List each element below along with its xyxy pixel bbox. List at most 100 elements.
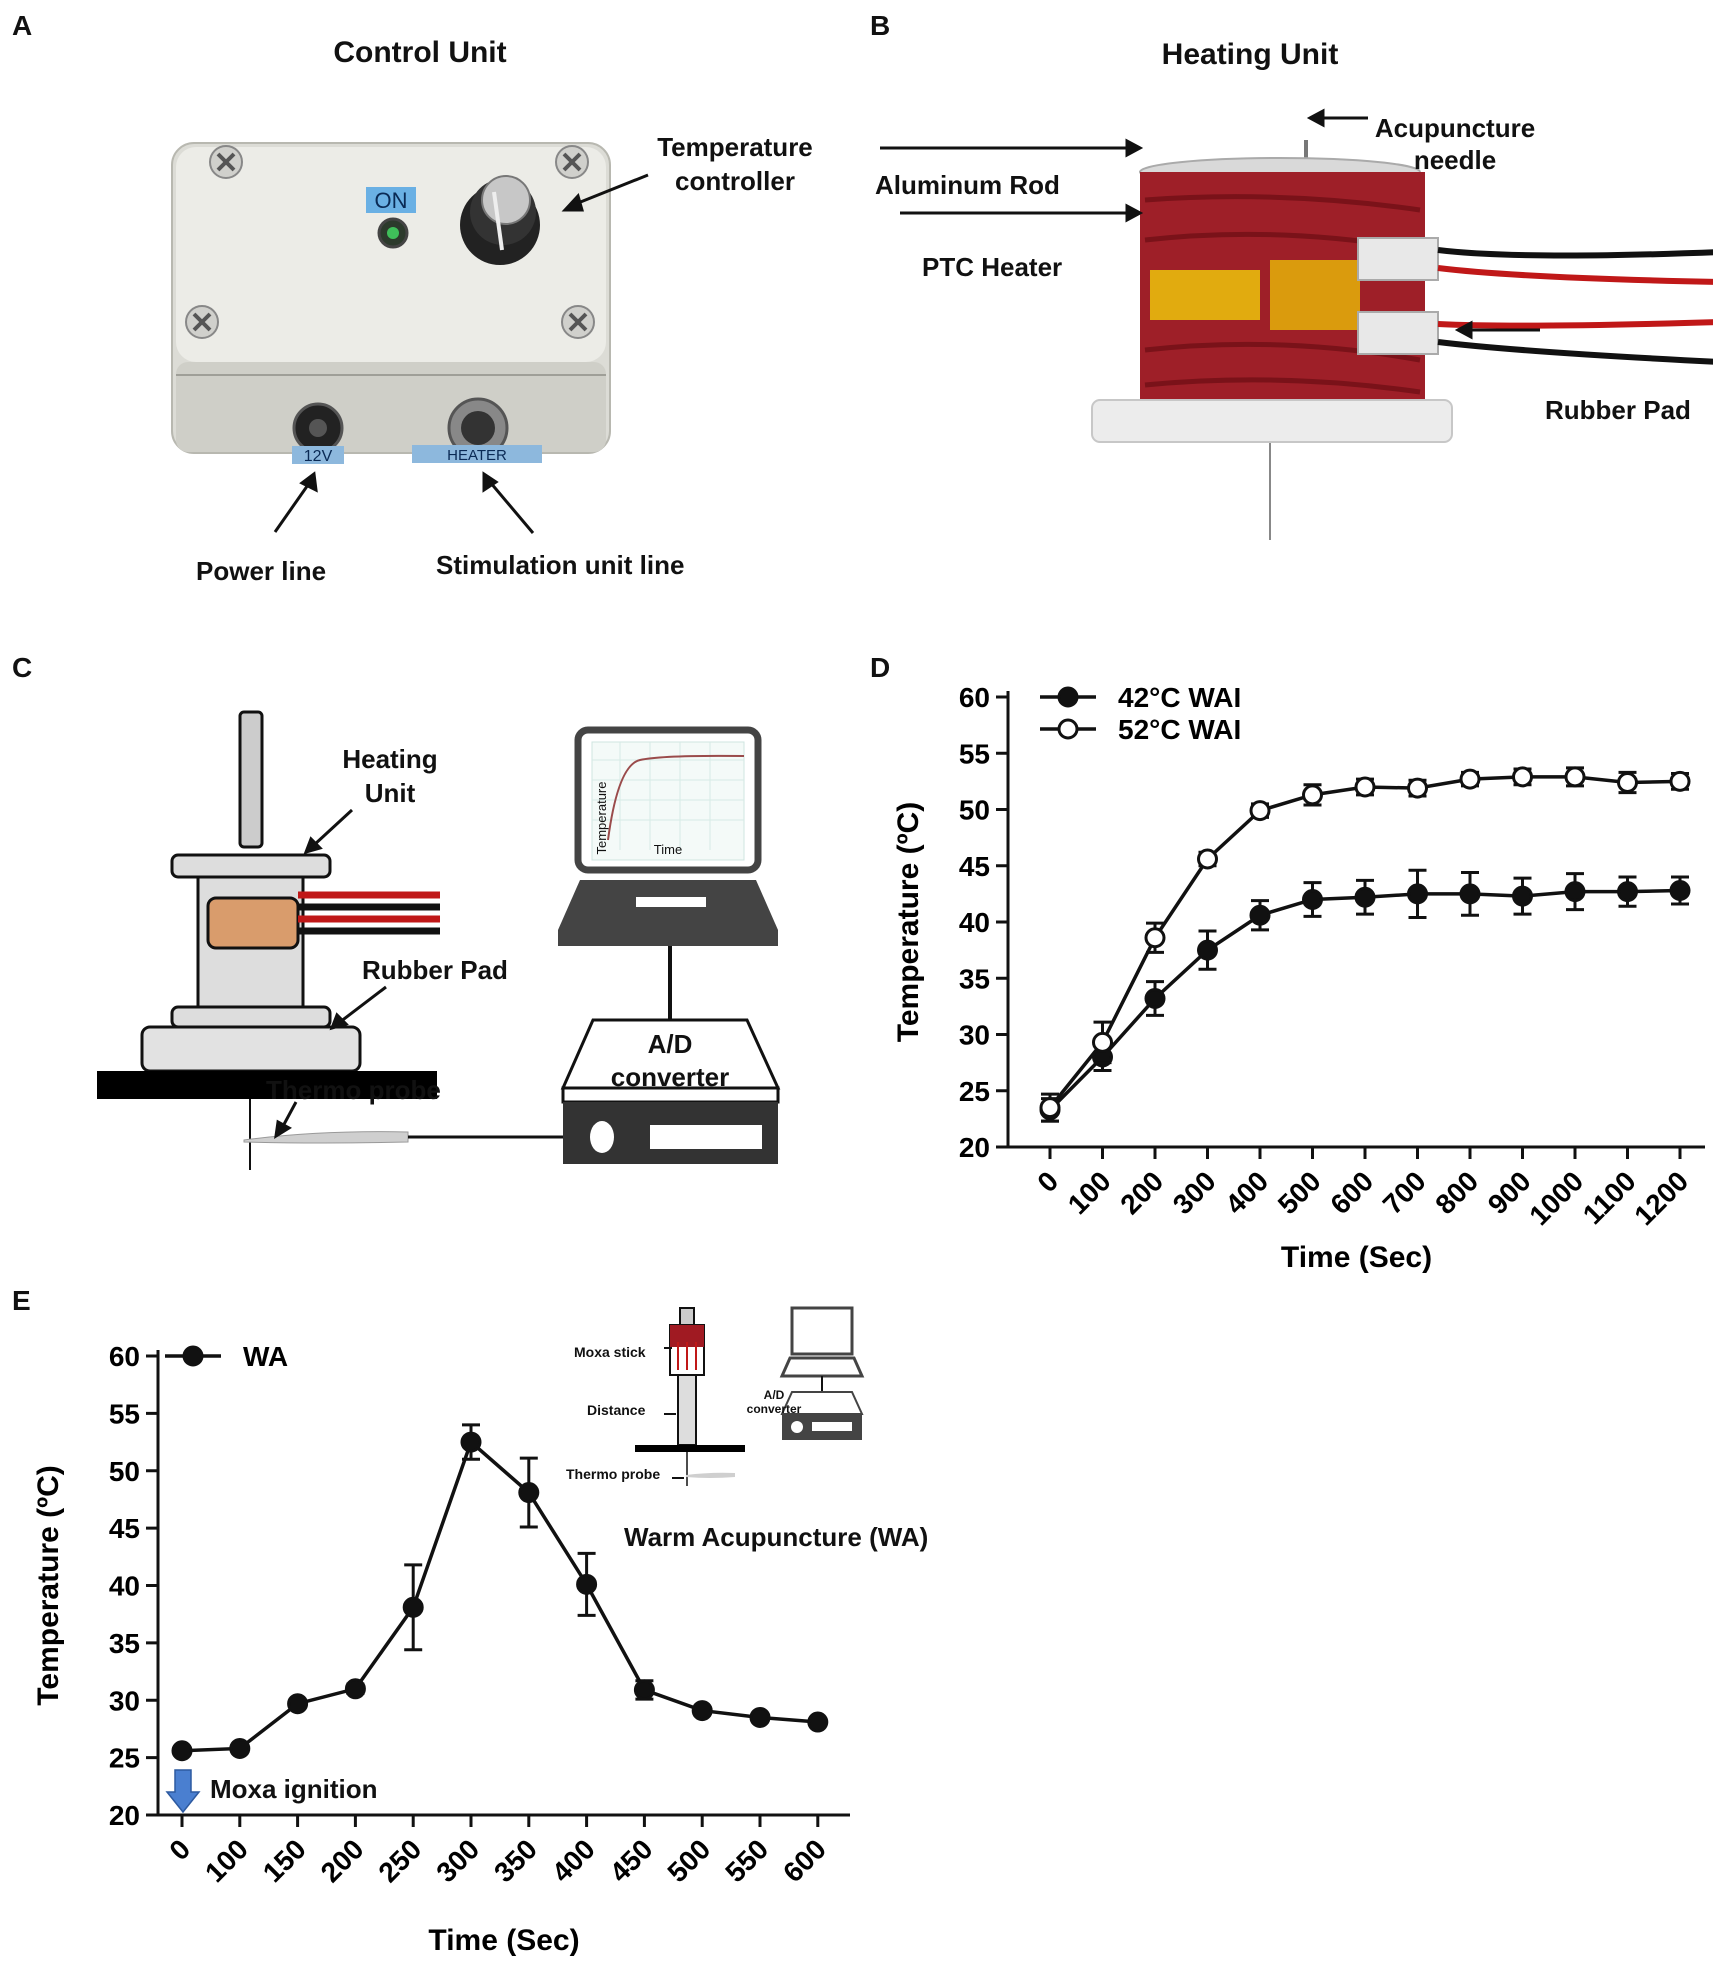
y-tick-label: 30 — [959, 1020, 990, 1051]
data-point — [1144, 927, 1166, 949]
data-point — [1407, 777, 1428, 799]
data-point — [1249, 800, 1271, 822]
x-tick-label: 550 — [719, 1833, 774, 1888]
y-tick-label: 20 — [109, 1800, 140, 1831]
y-tick-label: 45 — [109, 1513, 140, 1544]
port-heater-label: HEATER — [447, 447, 507, 464]
y-tick-label: 55 — [959, 738, 990, 769]
data-point — [749, 1706, 771, 1728]
inset-label-ad-converter: A/D converter — [746, 1388, 802, 1416]
on-label: ON — [375, 188, 408, 213]
x-tick-label: 150 — [257, 1833, 312, 1888]
x-tick-label: 400 — [546, 1833, 601, 1888]
data-point — [1564, 766, 1586, 788]
legend-label: 52°C WAI — [1118, 714, 1241, 745]
y-axis-label: Temperature (ºC) — [32, 1465, 65, 1705]
y-tick-label: 40 — [959, 907, 990, 938]
x-tick-label: 300 — [430, 1833, 485, 1888]
data-point — [691, 1700, 713, 1722]
x-tick-label: 200 — [315, 1833, 370, 1888]
data-point — [171, 1740, 193, 1762]
inset-caption: Warm Acupuncture (WA) — [624, 1522, 929, 1552]
data-point — [1354, 776, 1376, 798]
y-tick-label: 35 — [959, 963, 990, 994]
panel-letter-b: B — [870, 10, 891, 41]
data-point — [1669, 770, 1691, 792]
data-point — [1197, 848, 1218, 870]
x-tick-label: 0 — [163, 1833, 196, 1866]
label-thermo-probe-c: Thermo probe — [266, 1075, 441, 1105]
label-stimulation-unit-line: Stimulation unit line — [436, 550, 685, 580]
label-ad-converter-c: A/D converter — [610, 1029, 730, 1092]
data-point — [1144, 988, 1166, 1009]
legend-label: 42°C WAI — [1118, 682, 1241, 713]
data-point — [460, 1431, 482, 1453]
data-point — [1564, 881, 1586, 903]
data-point — [344, 1678, 366, 1700]
y-tick-label: 60 — [109, 1341, 140, 1372]
x-tick-label: 600 — [777, 1833, 832, 1888]
y-axis-label: Temperature (ºC) — [892, 802, 925, 1042]
panel-letter-c: C — [12, 652, 33, 683]
data-point — [1617, 881, 1638, 903]
data-point — [1459, 768, 1481, 790]
data-point — [1302, 889, 1323, 910]
label-temperature-controller: Temperature controller — [657, 132, 813, 196]
legend-marker — [1057, 718, 1079, 740]
moxa-ignition-arrow-icon — [165, 1769, 201, 1814]
y-tick-label: 20 — [959, 1132, 990, 1163]
label-aluminum-rod: Aluminum Rod — [875, 170, 1060, 200]
wa-inset-schematic — [635, 1306, 865, 1486]
data-point — [518, 1482, 540, 1504]
x-tick-label: 100 — [199, 1833, 254, 1888]
setup-schematic: Temperature Time — [97, 710, 781, 1170]
panel-letter-e: E — [12, 1285, 31, 1316]
label-moxa-ignition: Moxa ignition — [210, 1774, 378, 1804]
y-tick-label: 30 — [109, 1685, 140, 1716]
data-point — [1092, 1031, 1113, 1053]
data-point — [1512, 885, 1533, 907]
data-point — [1039, 1097, 1061, 1119]
data-point — [1354, 886, 1376, 908]
label-power-line: Power line — [196, 556, 327, 586]
data-point — [229, 1737, 251, 1759]
y-tick-label: 40 — [109, 1571, 140, 1602]
data-point — [1249, 904, 1271, 926]
y-tick-label: 55 — [109, 1398, 140, 1429]
data-point — [1407, 883, 1428, 905]
screen-ylabel: Temperature — [594, 782, 609, 855]
y-tick-label: 50 — [109, 1456, 140, 1487]
data-point — [1302, 784, 1323, 806]
y-tick-label: 45 — [959, 851, 990, 882]
data-point — [287, 1693, 309, 1715]
heating-unit-photo — [880, 108, 1713, 540]
panel-a-title: Control Unit — [333, 36, 507, 69]
legend-marker — [182, 1345, 204, 1367]
panel-b-title: Heating Unit — [1161, 38, 1339, 71]
inset-label-distance: Distance — [587, 1402, 646, 1418]
x-tick-label: 450 — [604, 1833, 659, 1888]
y-tick-label: 35 — [109, 1628, 140, 1659]
data-point — [1512, 766, 1533, 788]
label-rubber-pad-b: Rubber Pad — [1545, 395, 1691, 425]
y-tick-label: 25 — [109, 1743, 140, 1774]
x-axis-label: Time (Sec) — [428, 1924, 579, 1957]
data-point — [402, 1596, 424, 1618]
x-axis-label: Time (Sec) — [1281, 1241, 1432, 1274]
data-point — [576, 1573, 598, 1595]
y-tick-label: 50 — [959, 795, 990, 826]
label-acupuncture-needle: Acupuncture needle — [1374, 113, 1536, 175]
data-point — [1617, 772, 1638, 793]
data-point — [1669, 880, 1691, 901]
panel-letter-a: A — [12, 10, 33, 41]
panel-letter-d: D — [870, 652, 891, 683]
legend-label: WA — [243, 1341, 288, 1372]
label-ptc-heater: PTC Heater — [922, 252, 1063, 282]
x-tick-label: 250 — [372, 1833, 427, 1888]
y-tick-label: 25 — [959, 1076, 990, 1107]
data-point — [1459, 883, 1481, 905]
x-tick-label: 500 — [661, 1833, 716, 1888]
x-tick-label: 350 — [488, 1833, 543, 1888]
